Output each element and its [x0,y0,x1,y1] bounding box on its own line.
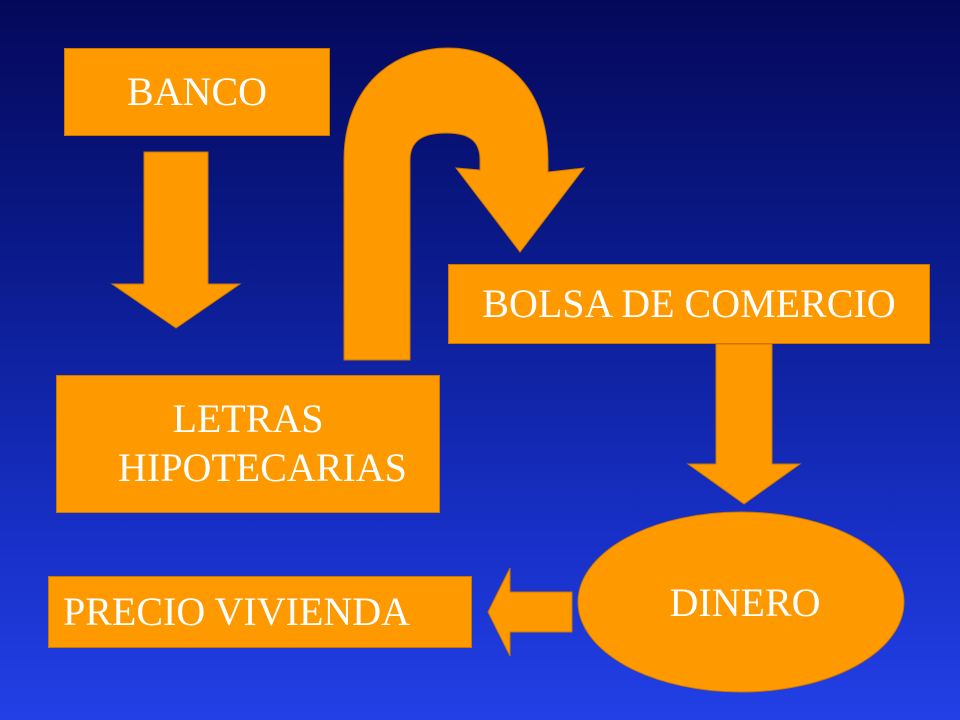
dinero-node: DINERO [578,512,904,692]
arrow-down-bolsa-to-dinero [686,343,802,505]
banco-label: BANCO [126,68,268,114]
arrow-left-dinero-to-precio [487,567,573,657]
banco-box: BANCO [64,48,330,136]
bolsa-de-comercio-box: BOLSA DE COMERCIO [448,264,930,344]
letras-hipotecarias-label: LETRAS HIPOTECARIAS [118,396,407,490]
dinero-ellipse [577,511,905,693]
precio-vivienda-box: PRECIO VIVIENDA [48,576,472,648]
arrow-uturn-letras-to-bolsa [343,47,586,361]
dinero-label: DINERO [669,579,821,625]
bolsa-de-comercio-label: BOLSA DE COMERCIO [482,280,896,326]
precio-vivienda-label: PRECIO VIVIENDA [63,588,411,634]
letras-hipotecarias-box: LETRAS HIPOTECARIAS [56,375,440,513]
arrow-down-banco-to-letras [110,151,242,329]
